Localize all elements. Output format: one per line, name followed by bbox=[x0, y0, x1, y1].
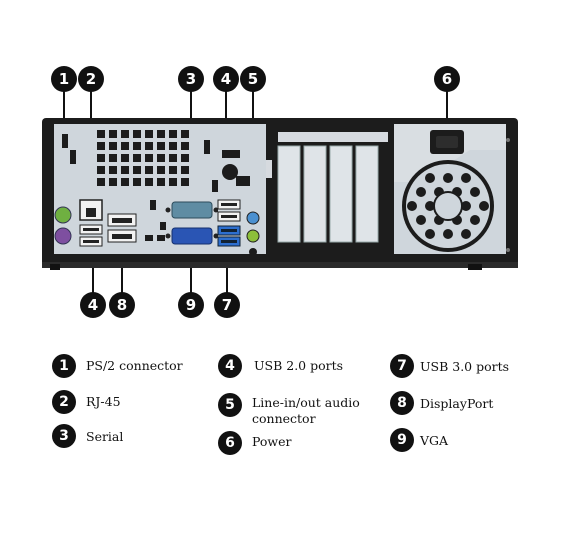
serial-port bbox=[171, 201, 213, 219]
callout-ps2: 1 bbox=[51, 66, 77, 92]
callout-power: 6 bbox=[434, 66, 460, 92]
callout-usb3: 7 bbox=[214, 292, 240, 318]
legend-label: PS/2 connector bbox=[86, 358, 183, 373]
legend-number: 7 bbox=[390, 354, 414, 378]
legend-label: Serial bbox=[86, 429, 124, 444]
callout-displayport: 8 bbox=[109, 292, 135, 318]
vent-holes bbox=[97, 130, 189, 186]
legend-label: RJ-45 bbox=[86, 394, 121, 409]
legend-number: 4 bbox=[218, 354, 242, 378]
legend-number: 3 bbox=[52, 424, 76, 448]
callout-vga: 9 bbox=[178, 292, 204, 318]
callout-usb2-top: 4 bbox=[213, 66, 239, 92]
callout-serial: 3 bbox=[178, 66, 204, 92]
legend-label: VGA bbox=[420, 433, 449, 448]
callout-rj45: 2 bbox=[78, 66, 104, 92]
callout-usb2-bottom: 4 bbox=[80, 292, 106, 318]
legend-number: 2 bbox=[52, 390, 76, 414]
legend-label: USB 3.0 ports bbox=[420, 359, 510, 374]
legend-label: Power bbox=[252, 434, 292, 449]
legend-number: 1 bbox=[52, 354, 76, 378]
legend-label: DisplayPort bbox=[420, 396, 494, 411]
expansion-slot-covers bbox=[277, 145, 379, 243]
callout-audio: 5 bbox=[240, 66, 266, 92]
legend-number: 9 bbox=[390, 428, 414, 452]
legend-number: 8 bbox=[390, 391, 414, 415]
legend-number: 5 bbox=[218, 393, 242, 417]
chassis-bottom-feet bbox=[42, 262, 518, 268]
audio-line-out-jack bbox=[246, 229, 260, 243]
vga-port bbox=[171, 227, 213, 245]
ps2-keyboard-port bbox=[54, 227, 72, 245]
ps2-mouse-port bbox=[54, 206, 72, 224]
audio-line-in-jack bbox=[246, 211, 260, 225]
legend-label: USB 2.0 ports bbox=[254, 358, 344, 373]
legend-number: 6 bbox=[218, 431, 242, 455]
legend-label: Line-in/out audio connector bbox=[252, 395, 360, 426]
